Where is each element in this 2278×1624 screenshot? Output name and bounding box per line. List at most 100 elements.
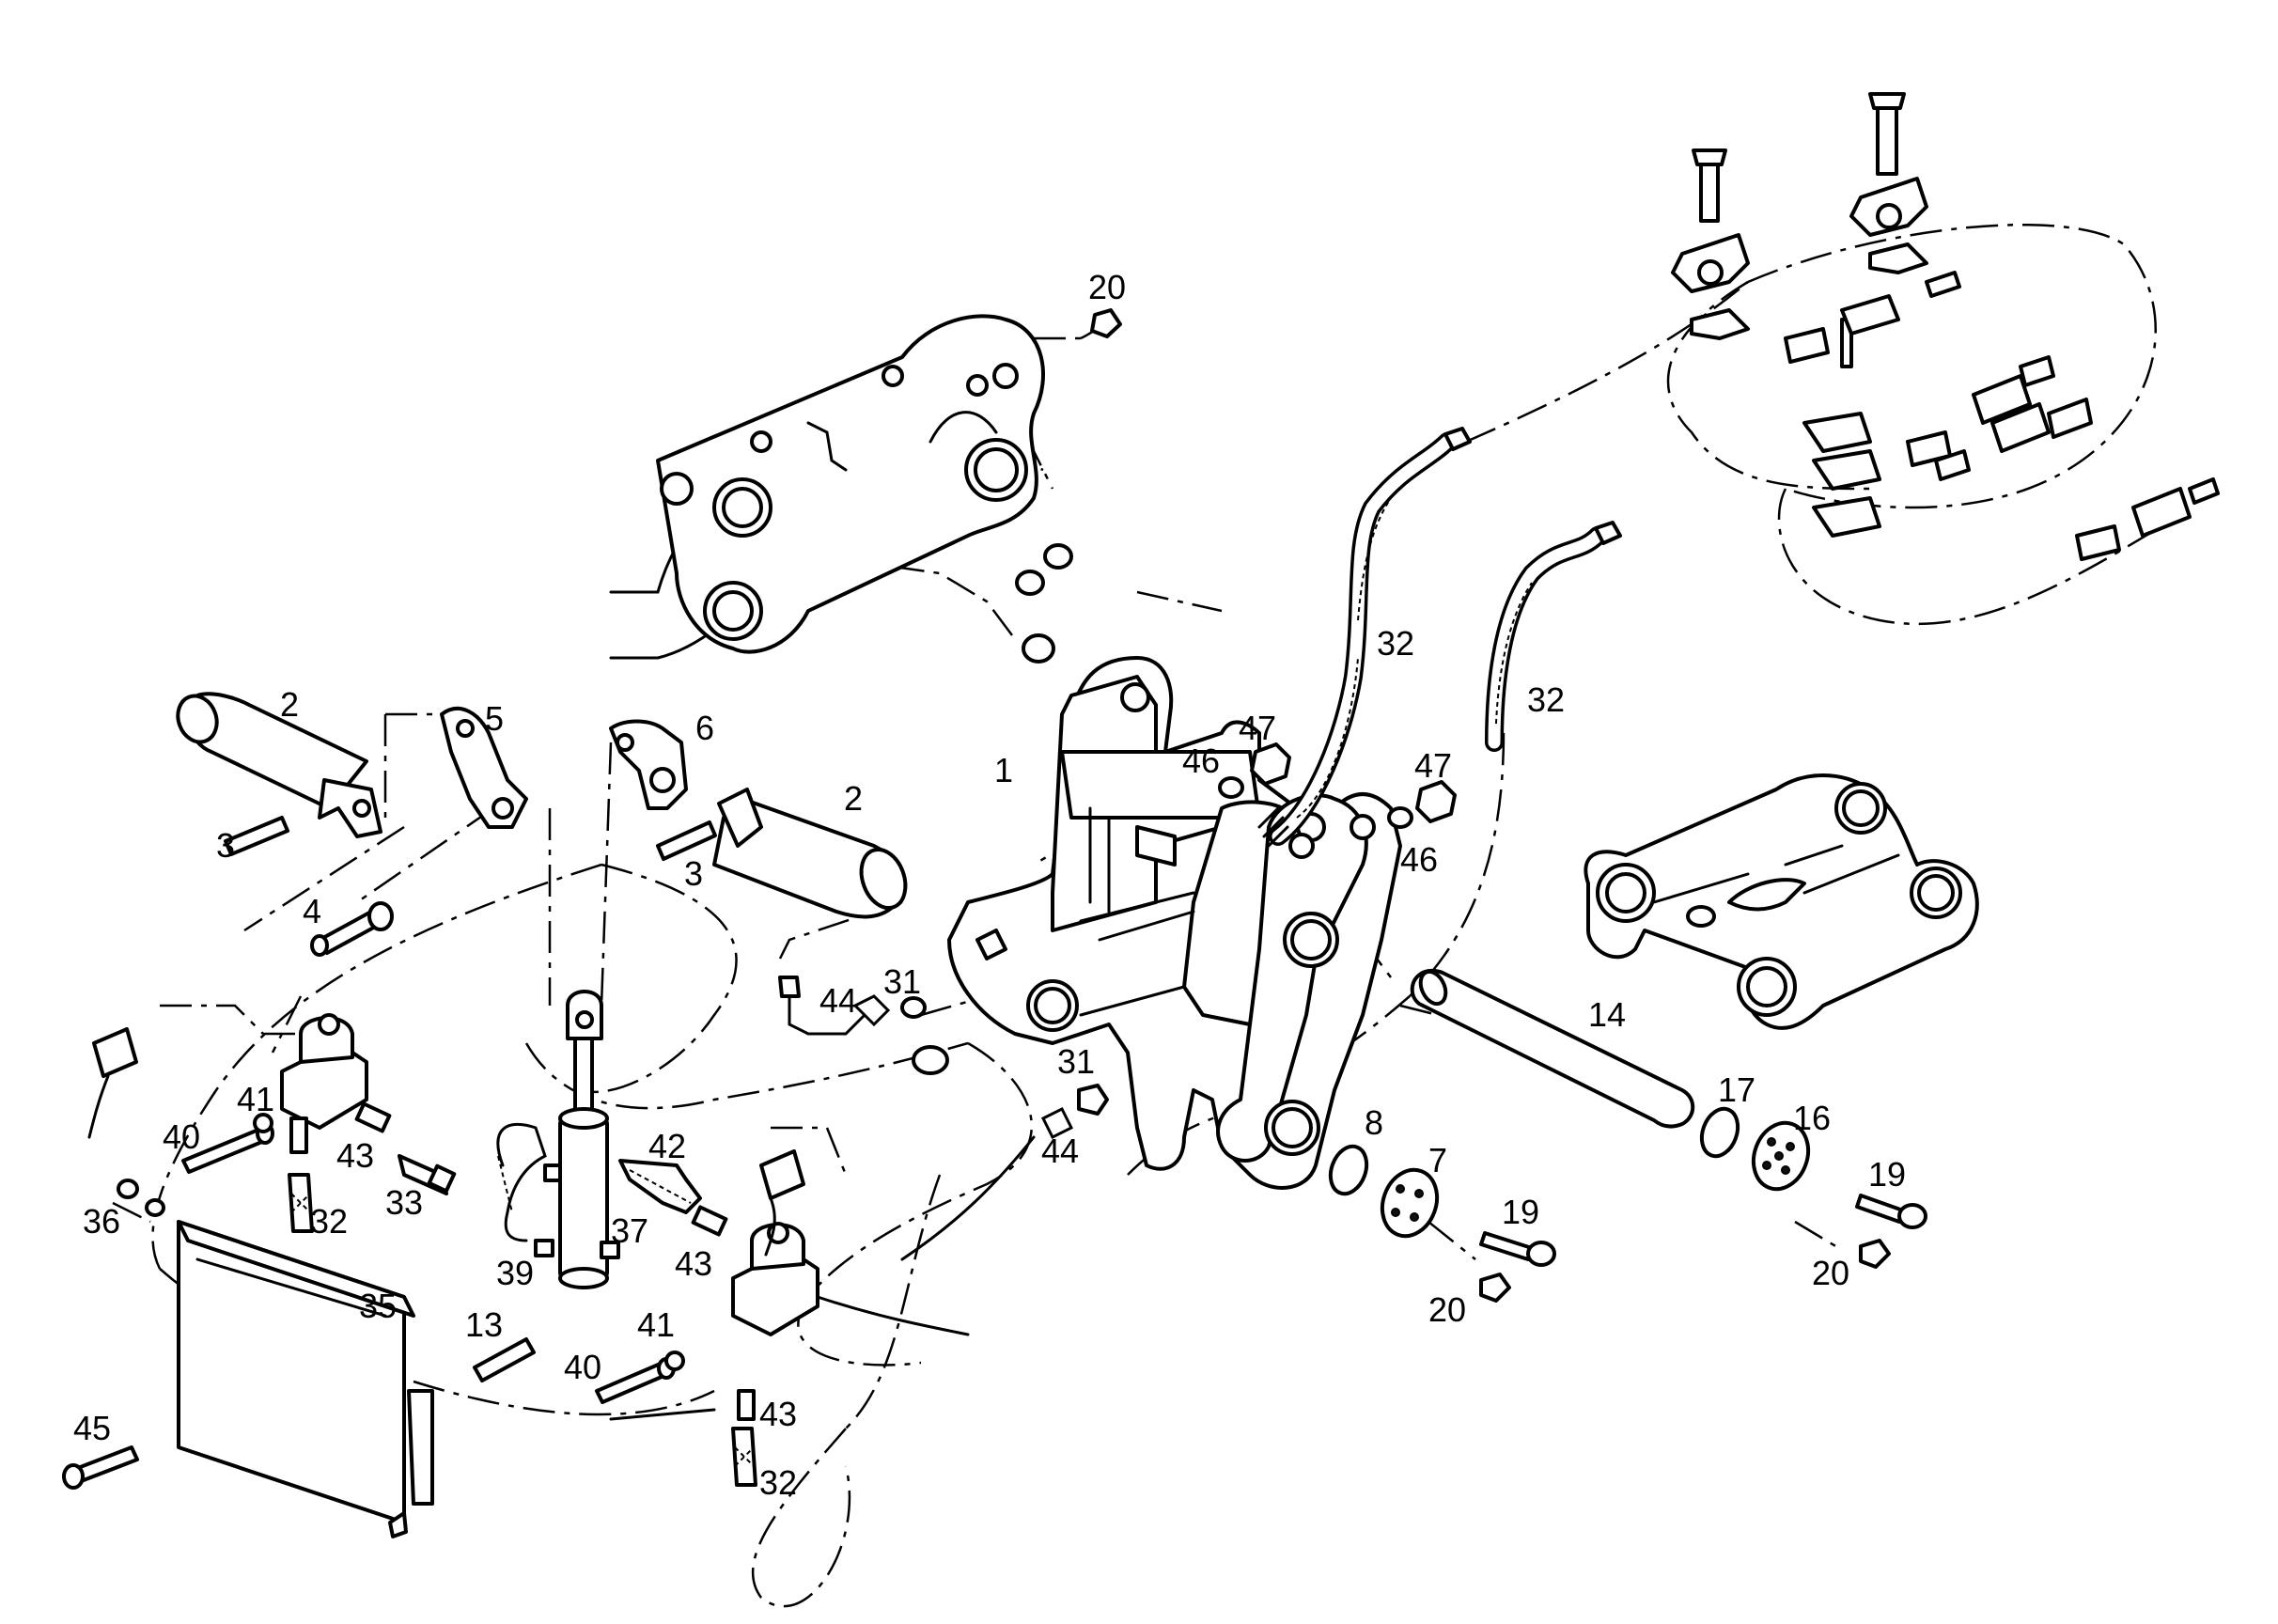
end-cap-7 [1380, 1167, 1440, 1239]
label-32: 32 [1527, 680, 1565, 719]
label-32: 32 [1377, 624, 1414, 663]
label-46: 46 [1182, 742, 1220, 780]
bolt-19-right [1855, 1194, 1927, 1229]
plugs-arm [1015, 308, 1122, 664]
washer-41-right [664, 1351, 685, 1371]
bucket-link [1584, 773, 1979, 1030]
couplings-upper [1784, 271, 2220, 561]
label-40: 40 [564, 1348, 601, 1386]
pin-14 [1410, 968, 1695, 1129]
label-32: 32 [310, 1202, 348, 1241]
valve-lower [731, 1222, 819, 1336]
label-2: 2 [844, 779, 863, 818]
label-47: 47 [1414, 746, 1452, 785]
cap-plug [912, 1045, 949, 1075]
label-6: 6 [695, 709, 714, 747]
washer-46-right [1387, 806, 1413, 829]
label-43: 43 [675, 1244, 712, 1283]
label-3: 3 [216, 826, 235, 865]
hose-39-loop [496, 1122, 547, 1242]
hose-32-long-right [1485, 521, 1622, 752]
label-36: 36 [83, 1202, 120, 1241]
label-47: 47 [1239, 709, 1276, 747]
adapter-33 [398, 1154, 457, 1195]
sensor-connector-mid [759, 1149, 805, 1257]
label-20: 20 [1428, 1290, 1466, 1329]
label-43: 43 [336, 1136, 374, 1175]
label-3: 3 [684, 854, 703, 893]
cover-plate-35 [177, 1220, 434, 1538]
wire-45 [609, 1408, 716, 1421]
nut-47-right [1415, 780, 1457, 823]
wire-lower [816, 1295, 970, 1336]
label-44: 44 [819, 981, 857, 1020]
part-labels: 1 2 2 3 3 4 5 6 7 8 13 14 16 17 19 19 20… [73, 268, 1906, 1502]
label-19: 19 [1868, 1155, 1906, 1194]
end-cap-16 [1751, 1120, 1811, 1192]
clamp-assembly-3 [1802, 318, 1881, 538]
hose-42 [618, 1159, 702, 1214]
label-8: 8 [1365, 1103, 1383, 1142]
label-46: 46 [1400, 840, 1438, 879]
hose-32-long-left [1257, 427, 1472, 848]
washer-41-left [253, 1113, 273, 1133]
label-31: 31 [1057, 1042, 1095, 1081]
cylinder-37 [543, 990, 620, 1289]
label-45: 45 [73, 1409, 111, 1447]
label-33: 33 [385, 1183, 423, 1222]
label-44: 44 [1041, 1132, 1079, 1170]
label-4: 4 [303, 892, 321, 930]
valve-upper [280, 1013, 368, 1130]
label-20: 20 [1088, 268, 1126, 306]
label-32: 32 [759, 1463, 797, 1502]
bolt-40-right [595, 1357, 676, 1404]
grease-nipple-20-left [1479, 1273, 1511, 1303]
bolt-45 [62, 1445, 139, 1490]
label-19: 19 [1502, 1193, 1539, 1231]
fitting-39 [534, 1239, 554, 1257]
nut-47-left [1250, 742, 1291, 786]
clamp-assembly-2 [1849, 92, 1928, 274]
clamp-assembly-1 [1671, 148, 1750, 340]
label-42: 42 [648, 1127, 686, 1165]
label-14: 14 [1588, 995, 1626, 1034]
label-40: 40 [163, 1117, 200, 1156]
o-ring-8 [1328, 1144, 1369, 1196]
roll-pin-3-left [224, 816, 289, 856]
sensor-connector-left [87, 1027, 138, 1139]
label-13: 13 [465, 1305, 503, 1344]
label-20: 20 [1812, 1254, 1849, 1292]
pin-2-left [176, 692, 382, 838]
label-1: 1 [994, 751, 1013, 789]
hose-32-small-left [288, 1173, 314, 1233]
pin-4 [310, 901, 394, 957]
label-5: 5 [485, 699, 504, 738]
hose-32-small-bottom [731, 1427, 757, 1487]
label-16: 16 [1793, 1099, 1831, 1137]
label-41: 41 [637, 1305, 675, 1344]
label-31: 31 [883, 962, 921, 1001]
o-ring-17 [1699, 1106, 1740, 1159]
label-39: 39 [496, 1254, 534, 1292]
boom-arm [609, 314, 1045, 660]
label-2: 2 [280, 685, 299, 724]
bolt-19-left [1479, 1231, 1556, 1267]
roll-pin-3-right [656, 820, 717, 861]
screw-36 [117, 1179, 165, 1217]
pin-2-right [712, 788, 908, 919]
label-37: 37 [611, 1211, 648, 1250]
label-43: 43 [759, 1395, 797, 1433]
label-41: 41 [237, 1080, 274, 1118]
nut-31 [900, 996, 1109, 1116]
pin-13 [473, 1337, 536, 1382]
grease-nipple-20-right [1859, 1239, 1891, 1269]
plate-5 [440, 707, 528, 829]
plate-6 [609, 719, 688, 810]
washer-46-left [1218, 776, 1244, 799]
pipe-44 [778, 976, 1074, 1261]
label-7: 7 [1428, 1141, 1447, 1179]
adapter-43 [289, 1101, 756, 1421]
label-17: 17 [1718, 1070, 1755, 1109]
label-35: 35 [359, 1287, 397, 1325]
